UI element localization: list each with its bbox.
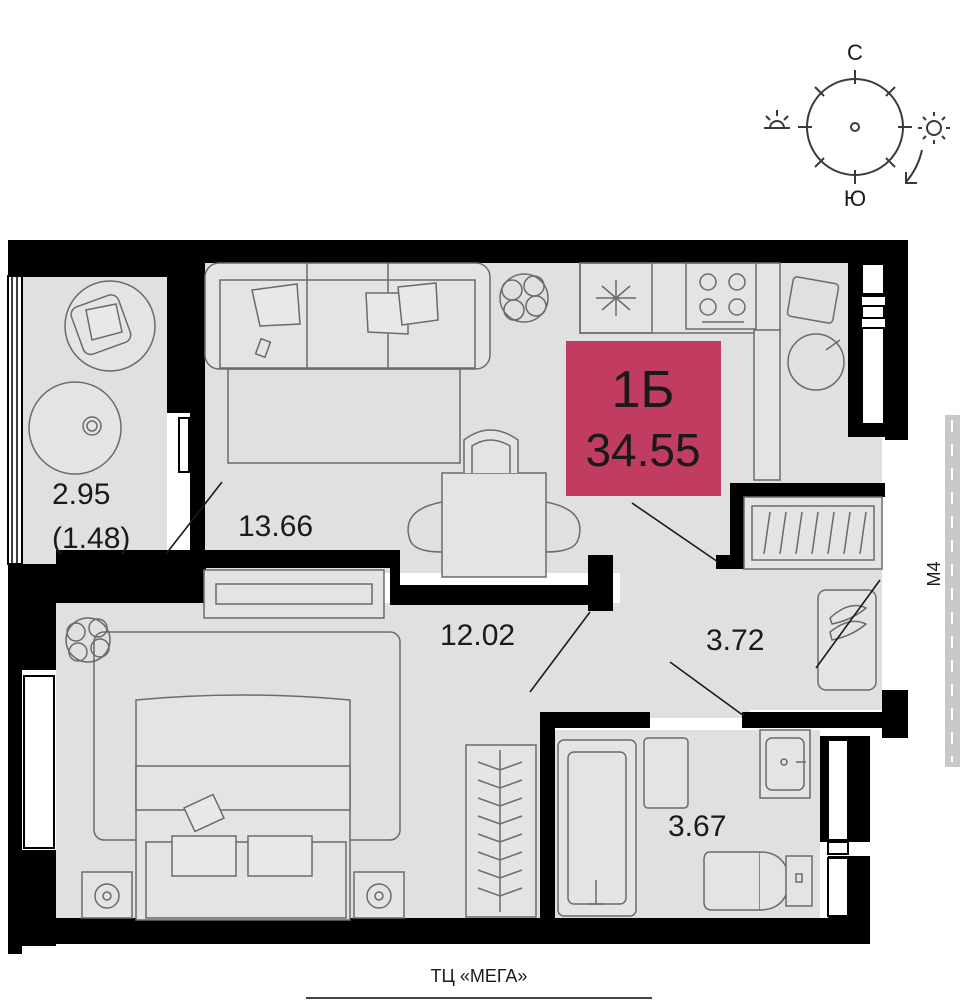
sunrise-icon <box>918 112 950 144</box>
compass-north-label: С <box>847 40 863 65</box>
loggia-door <box>178 417 190 473</box>
washbasin-icon <box>759 729 811 799</box>
cooktop-icon <box>685 262 757 330</box>
wardrobe-icon <box>465 744 537 918</box>
furniture <box>28 262 883 921</box>
window-right-kitchen <box>861 263 885 425</box>
compass-south-label: Ю <box>844 186 866 211</box>
compass <box>798 70 912 184</box>
area-leader-lines <box>165 481 881 717</box>
loggia-area-label: 2.95 <box>52 478 110 511</box>
plant-icon <box>499 273 549 323</box>
window-right-bathroom <box>827 739 849 917</box>
unit-type: 1Б <box>611 361 674 419</box>
hallway-area-label: 3.72 <box>706 624 764 657</box>
plant-icon <box>65 617 111 663</box>
loggia-reduced-area-label: (1.48) <box>52 522 130 555</box>
bathtub-icon <box>557 739 637 917</box>
sink-icon <box>786 276 845 391</box>
unit-total-area: 34.55 <box>585 424 700 476</box>
bed-icon <box>135 694 351 921</box>
road-m4-label: М4 <box>924 561 944 586</box>
tv-stand-icon <box>203 569 385 619</box>
walls <box>8 240 908 954</box>
hallway-wardrobe-icon <box>743 496 883 570</box>
unit-badge <box>566 341 721 496</box>
dining-table-icon <box>407 429 581 578</box>
fridge-column <box>753 329 781 481</box>
toilet-icon <box>703 851 813 911</box>
bath-mat-icon <box>643 737 689 809</box>
nightstand-icon <box>353 871 405 919</box>
window-left-loggia <box>7 275 23 565</box>
armchair-icon <box>64 280 156 372</box>
bathroom-area-label: 3.67 <box>668 810 726 843</box>
kitchen-cabinet-icon <box>579 262 653 334</box>
mall-label: ТЦ «МЕГА» <box>431 966 528 986</box>
living-area-label: 13.66 <box>238 510 313 543</box>
sunset-icon <box>764 110 790 129</box>
window-left-bedroom <box>13 675 55 849</box>
shoe-rack-icon <box>817 589 877 691</box>
bedroom-area-label: 12.02 <box>440 619 515 652</box>
nightstand-icon <box>81 871 133 919</box>
rug-icon <box>227 368 461 464</box>
road-m4 <box>945 415 960 767</box>
round-table-icon <box>28 381 122 475</box>
sun-path-arrow-icon <box>905 149 923 184</box>
sofa-icon <box>204 262 491 370</box>
